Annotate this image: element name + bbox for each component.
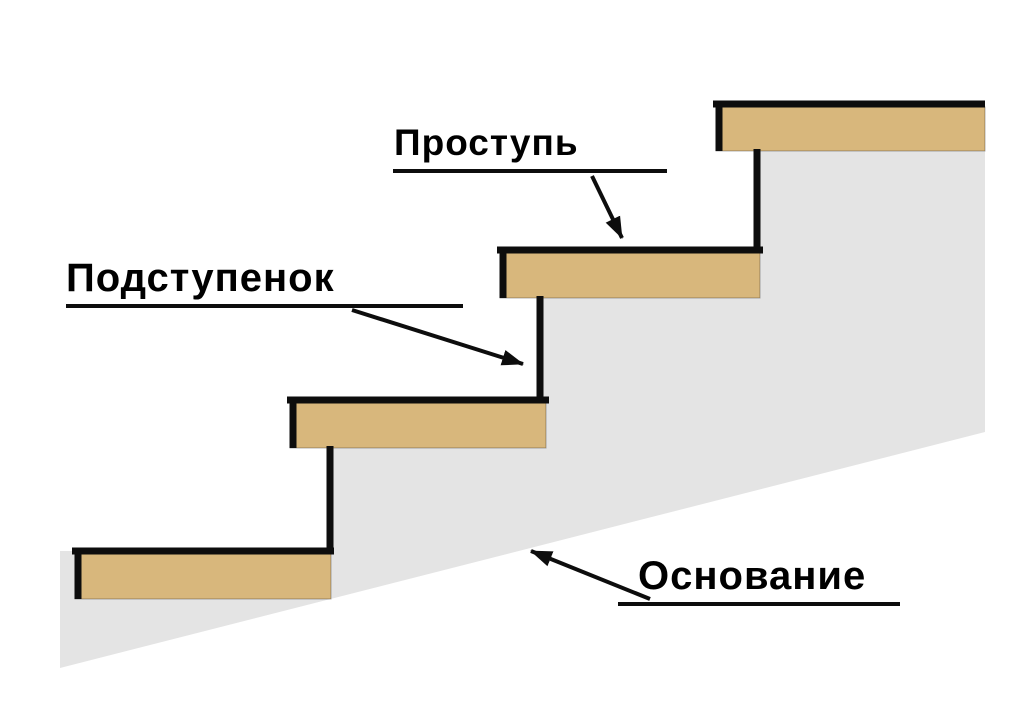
callout-arrows [351,175,651,601]
tread-lower [289,402,547,449]
tread-middle [499,252,761,299]
tread-top [715,106,986,152]
label-underlines [66,169,900,606]
arrow-to-base [530,549,651,601]
label-tread: Проступь [394,122,579,163]
label-base: Основание [638,554,867,598]
step-profile-lines [72,100,985,599]
label-riser: Подступенок [66,256,335,300]
arrow-to-tread [590,175,624,239]
arrow-to-riser [351,308,524,366]
tread-bottom [74,553,332,600]
